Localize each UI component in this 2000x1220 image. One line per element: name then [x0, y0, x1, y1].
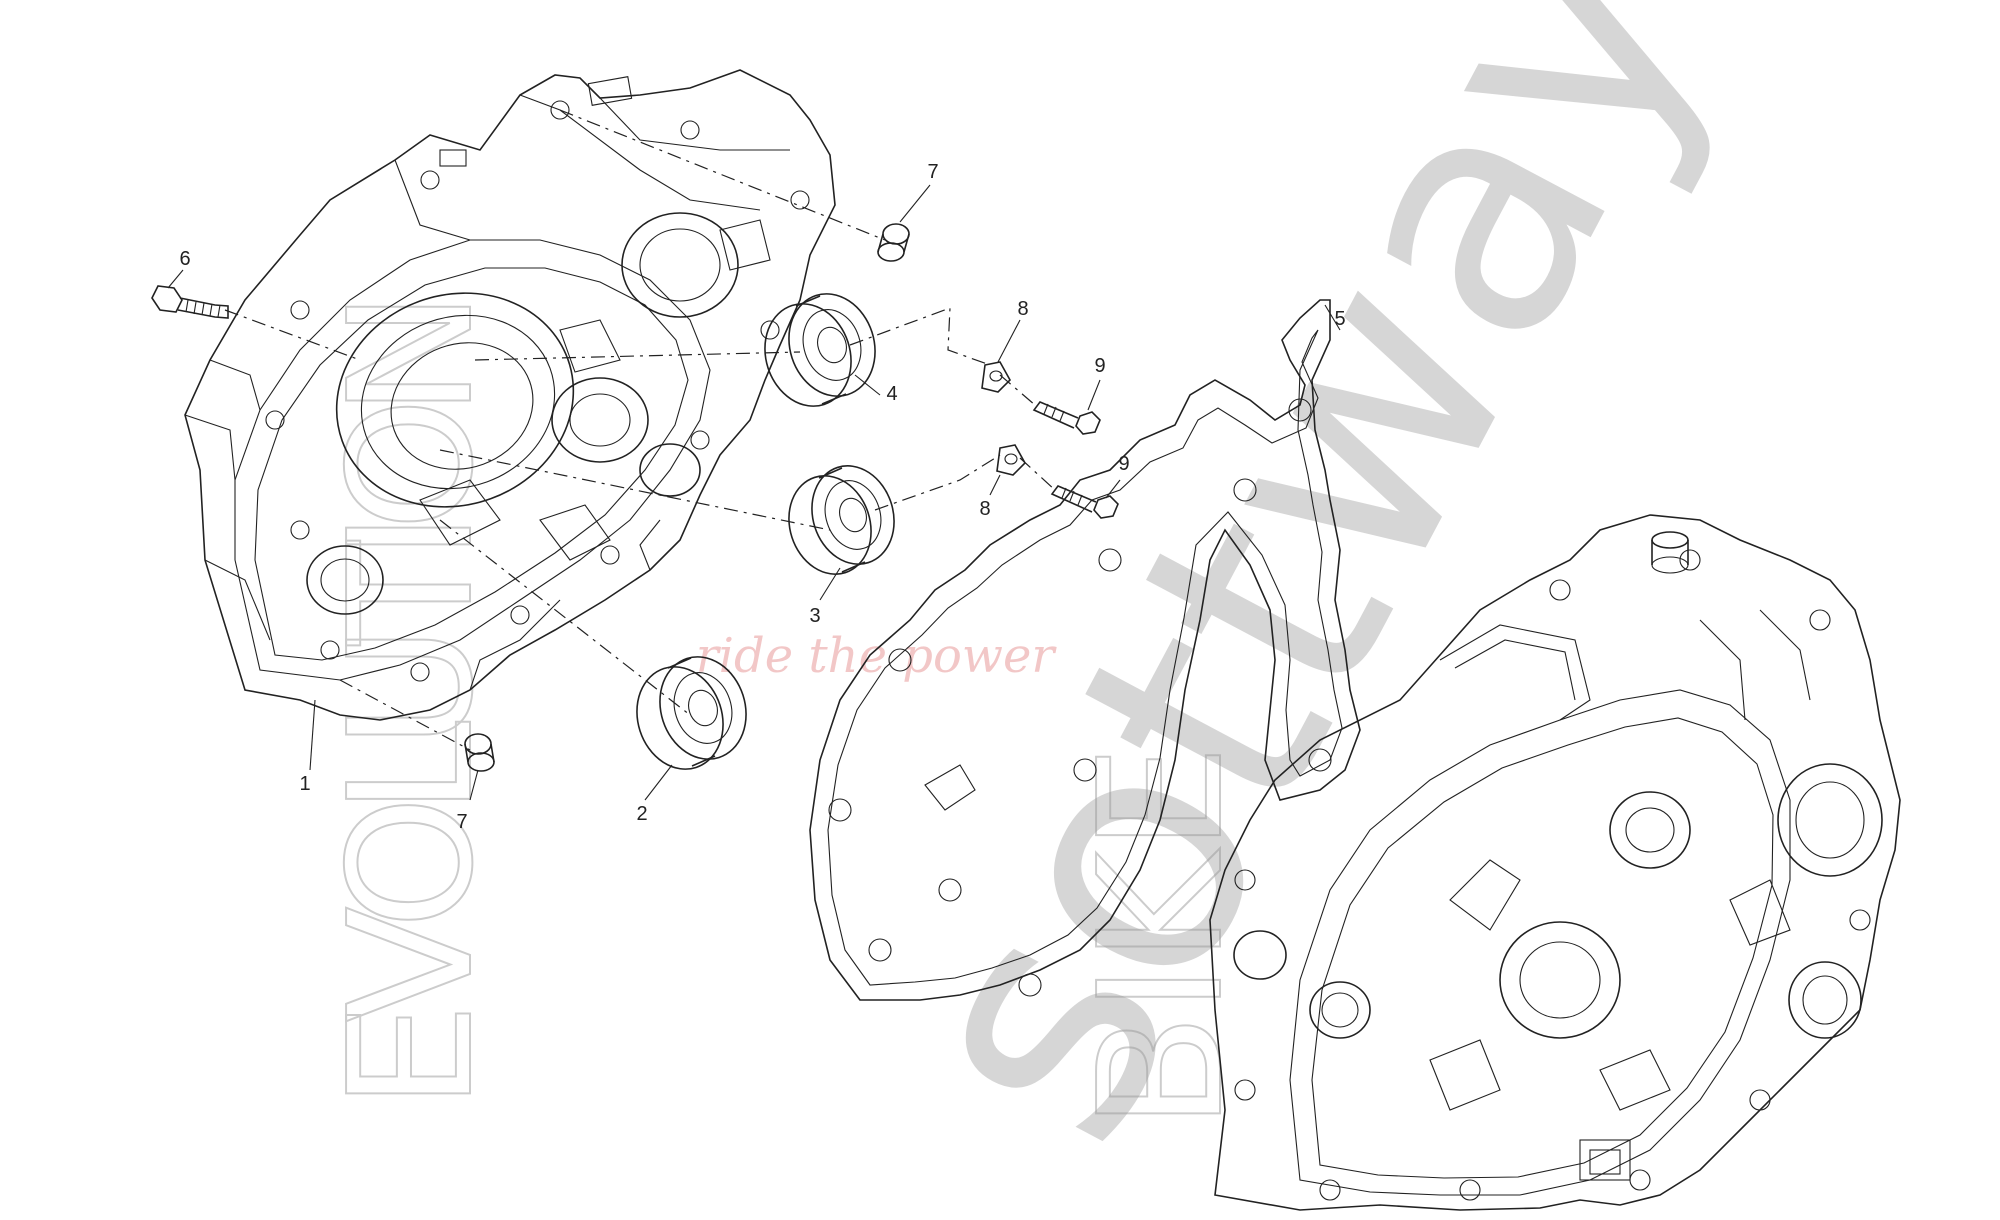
explode-lines — [224, 109, 1056, 751]
screw-9-lower — [1050, 485, 1119, 519]
bearing-4 — [764, 293, 876, 407]
callout-2: 2 — [636, 803, 647, 825]
crankcase-gasket — [809, 299, 1361, 1001]
bearing-3 — [788, 465, 895, 575]
callout-7-lower: 7 — [456, 811, 467, 833]
callout-9-upper: 9 — [1094, 355, 1105, 377]
retainer-plate-8-upper — [981, 361, 1011, 393]
callout-6: 6 — [179, 248, 190, 270]
right-crankcase — [1209, 514, 1901, 1211]
callout-3: 3 — [809, 605, 820, 627]
dowel-pin-7-lower — [464, 733, 495, 772]
callout-7-upper: 7 — [927, 161, 938, 183]
callout-1: 1 — [299, 773, 310, 795]
leader-lines — [167, 184, 1341, 801]
callout-8-lower: 8 — [979, 498, 990, 520]
dowel-pin-7-upper — [877, 223, 910, 262]
callouts: 1 2 3 4 5 6 7 7 8 8 9 9 — [179, 161, 1345, 833]
bearing-2 — [636, 656, 747, 770]
callout-5: 5 — [1334, 308, 1345, 330]
bolt-6 — [151, 285, 229, 319]
watermark-tagline: ride the power — [696, 628, 1058, 684]
watermark-bike: BIKE — [1063, 744, 1261, 1130]
left-crankcase — [184, 69, 836, 721]
callout-4: 4 — [886, 383, 897, 405]
watermark: sottway EVOLUTION BIKE ride the power — [312, 0, 1779, 1197]
retainer-plate-8-lower — [996, 444, 1026, 476]
watermark-evolution: EVOLUTION — [313, 290, 511, 1110]
callout-9-lower: 9 — [1118, 453, 1129, 475]
watermark-sottway: sottway — [830, 0, 1779, 1197]
screw-9-upper — [1032, 401, 1101, 435]
callout-8-upper: 8 — [1017, 298, 1028, 320]
